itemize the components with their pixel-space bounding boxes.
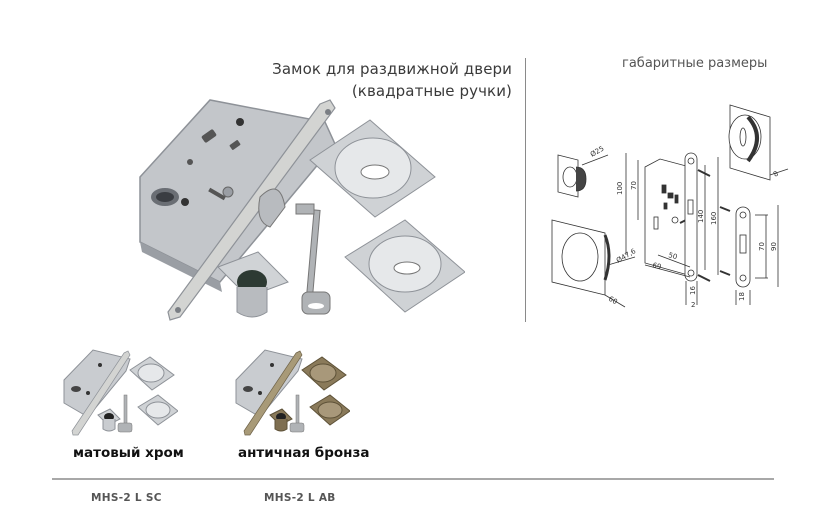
horizontal-divider bbox=[52, 478, 774, 480]
svg-text:50: 50 bbox=[667, 251, 678, 261]
main-product-title-line2: (квадратные ручки) bbox=[351, 82, 512, 100]
variant-antique-bronze-image bbox=[230, 345, 350, 437]
svg-text:16: 16 bbox=[689, 286, 697, 295]
svg-text:2: 2 bbox=[691, 301, 695, 309]
variant-matte-chrome-image bbox=[58, 345, 178, 437]
svg-text:60: 60 bbox=[607, 295, 619, 306]
svg-text:160: 160 bbox=[710, 212, 718, 225]
main-product-title-line1: Замок для раздвижной двери bbox=[272, 60, 512, 78]
svg-text:18: 18 bbox=[738, 292, 746, 301]
svg-text:69: 69 bbox=[651, 261, 662, 271]
variant-label-antique-bronze: античная бронза bbox=[238, 445, 370, 461]
svg-text:8: 8 bbox=[772, 170, 780, 179]
sku-antique-bronze: MHS-2 L AB bbox=[264, 492, 336, 504]
vertical-divider bbox=[525, 58, 526, 322]
svg-text:70: 70 bbox=[758, 242, 766, 251]
sku-matte-chrome: MHS-2 L SC bbox=[91, 492, 162, 504]
svg-text:90: 90 bbox=[770, 242, 778, 251]
dimensions-drawing: Ø25 Ø47,6 60 100 70 140 160 bbox=[540, 95, 820, 310]
svg-text:140: 140 bbox=[697, 210, 705, 223]
svg-text:70: 70 bbox=[630, 181, 638, 190]
main-product-image bbox=[130, 92, 465, 332]
svg-text:100: 100 bbox=[616, 182, 624, 195]
dimensions-title: габаритные размеры bbox=[622, 56, 768, 71]
variant-label-matte-chrome: матовый хром bbox=[73, 445, 184, 461]
main-product-title: Замок для раздвижной двери (квадратные р… bbox=[272, 58, 512, 102]
